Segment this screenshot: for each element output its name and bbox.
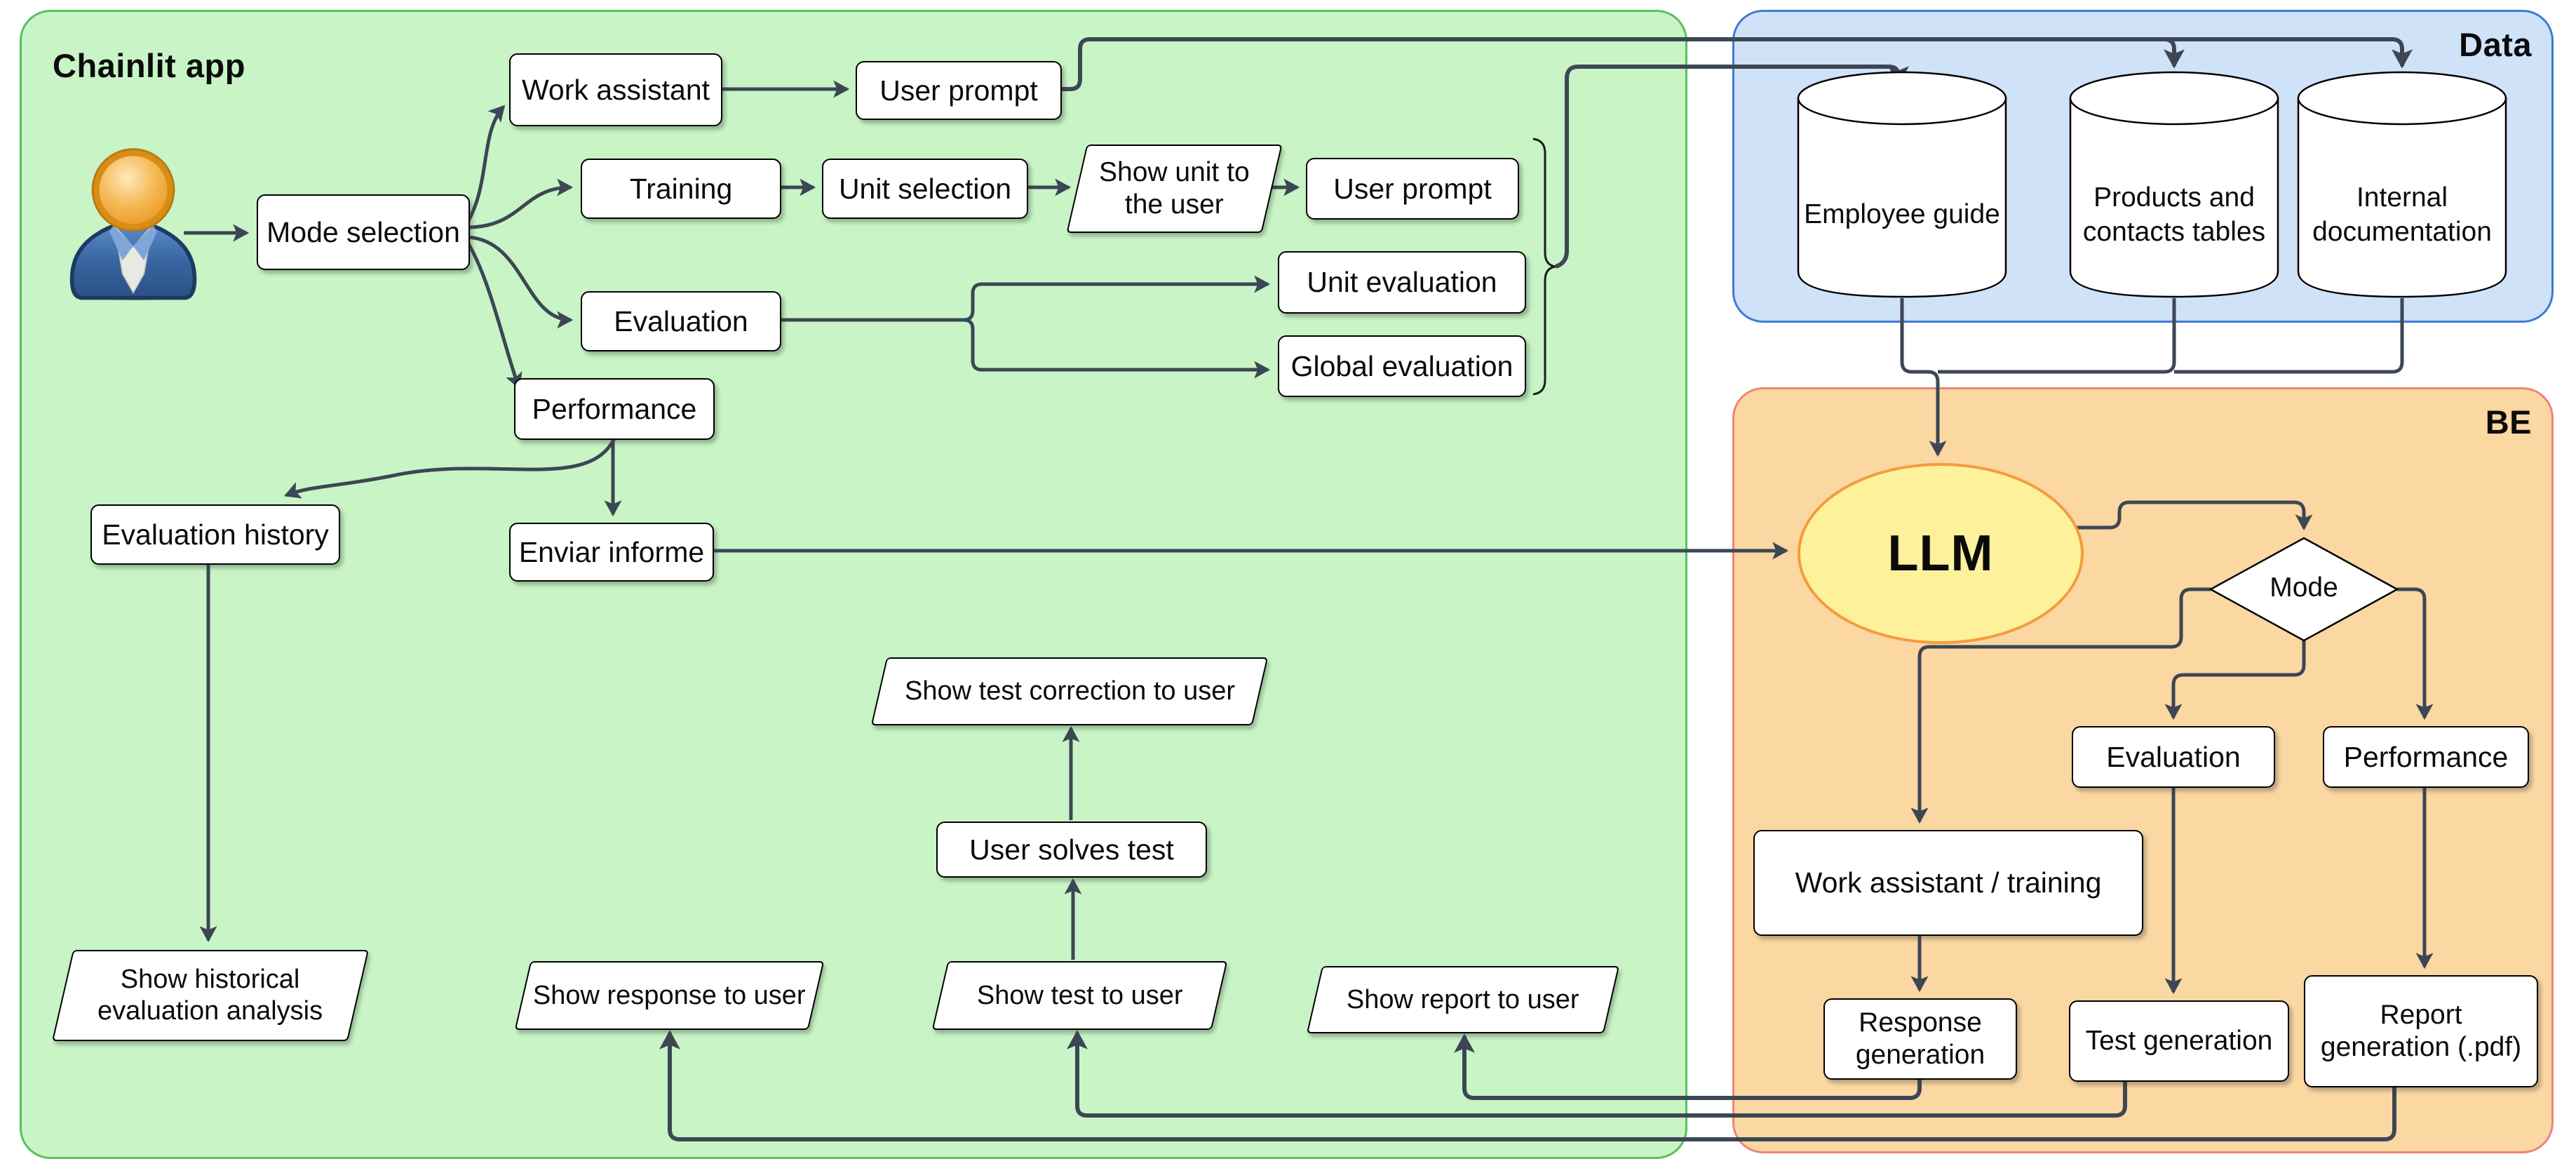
edge-evaluation-to-global-evaluation <box>963 318 1271 379</box>
edge-internal-doc-merge <box>2174 298 2404 374</box>
group-brace <box>1532 138 1556 396</box>
chainlit-app-title: Chainlit app <box>53 47 245 84</box>
node-test-generation: Test generation <box>2069 1000 2289 1082</box>
user-person-icon <box>67 147 200 303</box>
node-show-historical-analysis: Show historical evaluation analysis <box>51 950 370 1041</box>
edge-response-gen-to-show-report <box>1454 1033 1922 1100</box>
node-evaluation: Evaluation <box>581 291 781 351</box>
node-report-generation: Report generation (.pdf) <box>2304 975 2538 1087</box>
edge-mode-to-work-assistant <box>465 105 506 224</box>
edge-user-prompt-to-products-tables <box>2164 37 2185 69</box>
node-global-evaluation: Global evaluation <box>1278 335 1526 397</box>
node-user-prompt-2: User prompt <box>1306 158 1519 220</box>
node-evaluation-history: Evaluation history <box>90 504 340 565</box>
edge-llm-to-mode <box>2073 500 2313 531</box>
edge-performance-to-evaluation-history <box>284 437 616 499</box>
db-products-contacts-tables: Products and contacts tables <box>2069 70 2279 298</box>
node-performance: Performance <box>514 378 715 440</box>
node-training: Training <box>581 159 781 219</box>
db-employee-guide: Employee guide <box>1797 70 2007 298</box>
data-region-title: Data <box>2459 26 2532 63</box>
edge-report-gen-to-show-response <box>659 1030 2396 1141</box>
node-be-evaluation: Evaluation <box>2072 726 2275 788</box>
node-unit-selection: Unit selection <box>822 159 1028 219</box>
edge-user-prompt-to-internal-documentation <box>1060 37 2413 91</box>
node-show-test-to-user: Show test to user <box>931 961 1228 1030</box>
node-user-prompt-1: User prompt <box>856 61 1062 120</box>
node-show-test-correction: Show test correction to user <box>870 657 1269 725</box>
node-show-unit-to-user: Show unit to the user <box>1066 145 1283 233</box>
node-show-response-to-user: Show response to user <box>514 961 825 1030</box>
edge-mode-to-be-performance <box>2397 587 2434 720</box>
edge-products-merge <box>1938 298 2176 374</box>
node-work-assistant-training: Work assistant / training <box>1753 830 2143 936</box>
node-show-report-to-user: Show report to user <box>1306 966 1620 1033</box>
edge-test-gen-to-show-test <box>1067 1030 2127 1118</box>
node-work-assistant: Work assistant <box>509 53 722 126</box>
edge-mode-to-be-evaluation <box>2164 641 2306 720</box>
edge-evaluation-to-unit-evaluation <box>963 275 1271 322</box>
edge-mode-to-performance <box>465 240 522 389</box>
node-user-solves-test: User solves test <box>936 822 1207 878</box>
node-enviar-informe: Enviar informe <box>509 523 714 582</box>
node-mode-decision: Mode <box>2209 537 2399 642</box>
node-be-performance: Performance <box>2323 726 2529 788</box>
be-region-title: BE <box>2485 403 2532 441</box>
edge-mode-to-training <box>466 178 574 229</box>
edge-data-to-llm <box>1900 298 1947 457</box>
edge-mode-to-work-assistant-training <box>1910 587 2211 824</box>
db-internal-documentation: Internal documentation <box>2297 70 2507 298</box>
node-llm: LLM <box>1798 463 2084 644</box>
edge-group-to-employee-guide <box>1554 65 1909 269</box>
node-unit-evaluation: Unit evaluation <box>1278 251 1526 314</box>
node-mode-selection: Mode selection <box>257 194 470 270</box>
edge-mode-to-evaluation <box>466 235 574 329</box>
node-response-generation: Response generation <box>1823 998 2017 1080</box>
